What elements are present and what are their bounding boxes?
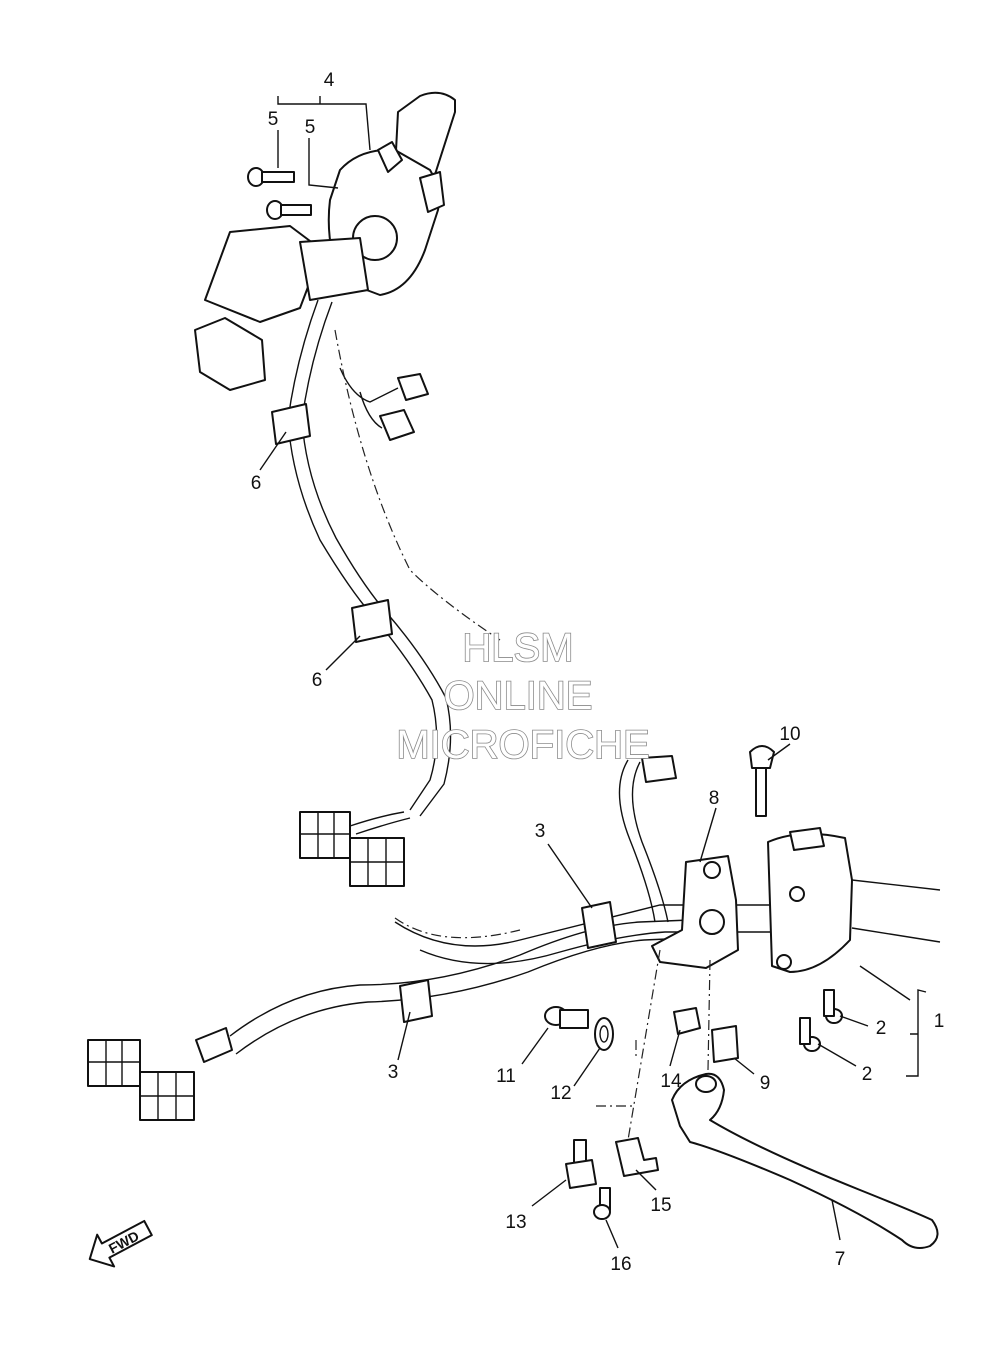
- right-switch-housing: [767, 832, 853, 973]
- screw-5a: [247, 167, 295, 187]
- callout-4: 4: [324, 70, 335, 91]
- callout-6a: 6: [251, 473, 262, 494]
- band-clamp-6b: [351, 599, 393, 643]
- lever-holder: [651, 855, 739, 969]
- callout-numbers: 1 2 2 3 3 4 5 5 6 6 7 8 9 10 11 12 13 14…: [251, 70, 945, 1275]
- switch-wire-harness: [271, 299, 452, 887]
- handlebar-bar: [394, 879, 941, 965]
- watermark: HLSM ONLINE MICROFICHE: [396, 625, 651, 768]
- bolt-13: [565, 1139, 597, 1189]
- left-handlebar-switch-group: [194, 91, 456, 441]
- watermark-line3: MICROFICHE: [396, 723, 649, 767]
- callout-9: 9: [760, 1073, 771, 1094]
- callout-2b: 2: [862, 1064, 873, 1085]
- clutch-wire-harness: [87, 755, 691, 1121]
- clutch-lever: [671, 1072, 939, 1249]
- callout-11: 11: [496, 1066, 516, 1087]
- watermark-line1: HLSM: [462, 626, 573, 670]
- callout-3b: 3: [388, 1062, 399, 1083]
- callout-leaders: [259, 96, 927, 1249]
- routing-line-lower: [394, 917, 521, 939]
- harness-connector-lower-b: [139, 1071, 195, 1121]
- switch-connector-a: [397, 373, 429, 401]
- holder-pivot: [699, 909, 725, 935]
- bolt-10: [749, 745, 775, 817]
- switch-button: [419, 171, 445, 213]
- harness-connector-lower-a: [87, 1039, 141, 1087]
- screw-2b: [799, 1017, 821, 1052]
- band-clamp-3a: [581, 901, 617, 949]
- holder-bolt-hole: [703, 861, 721, 879]
- callout-5b: 5: [305, 117, 316, 138]
- harness-connector-upper-a: [299, 811, 351, 859]
- screw-5b: [266, 200, 312, 220]
- callout-5a: 5: [268, 109, 279, 130]
- switch-leads: [339, 367, 399, 429]
- watermark-line2: ONLINE: [444, 674, 593, 718]
- callout-15: 15: [650, 1195, 671, 1216]
- right-switch-cap: [789, 827, 825, 851]
- callout-3a: 3: [535, 821, 546, 842]
- switch-connector-b: [379, 409, 415, 441]
- relay-bracket: [194, 317, 266, 391]
- screw-16: [593, 1187, 611, 1220]
- callout-6b: 6: [312, 670, 323, 691]
- collar-9: [711, 1025, 739, 1063]
- nut-14: [673, 1007, 701, 1035]
- clutch-switch-plug: [641, 755, 677, 783]
- relay-unit: [204, 225, 323, 323]
- routing-line-lever: [627, 949, 711, 1141]
- callout-8: 8: [709, 788, 720, 809]
- switch-knob: [377, 141, 403, 173]
- callout-10: 10: [779, 724, 800, 745]
- bolt-11: [544, 1006, 589, 1029]
- callout-13: 13: [505, 1212, 526, 1233]
- right-switch-screw-hole-a: [789, 886, 805, 902]
- wire-clamp: [299, 237, 369, 301]
- fwd-arrow: FWD: [88, 1219, 153, 1268]
- callout-7: 7: [835, 1249, 846, 1270]
- screw-2a: [823, 989, 843, 1024]
- callout-2a: 2: [876, 1018, 887, 1039]
- washer-12: [594, 1017, 614, 1051]
- callout-1: 1: [934, 1011, 945, 1032]
- clutch-lever-assembly: [544, 745, 939, 1249]
- fwd-arrow-icon: [88, 1219, 153, 1268]
- callout-16: 16: [610, 1254, 631, 1275]
- callout-14: 14: [660, 1071, 682, 1092]
- routing-line-switch: [596, 1040, 637, 1107]
- harness-sleeve: [195, 1027, 233, 1063]
- callout-12: 12: [550, 1083, 571, 1104]
- band-clamp-6a: [271, 403, 311, 445]
- clutch-switch-15: [615, 1137, 659, 1177]
- band-clamp-3b: [399, 979, 433, 1023]
- right-switch-screw-hole-b: [776, 954, 792, 970]
- harness-connector-upper-b: [349, 837, 405, 887]
